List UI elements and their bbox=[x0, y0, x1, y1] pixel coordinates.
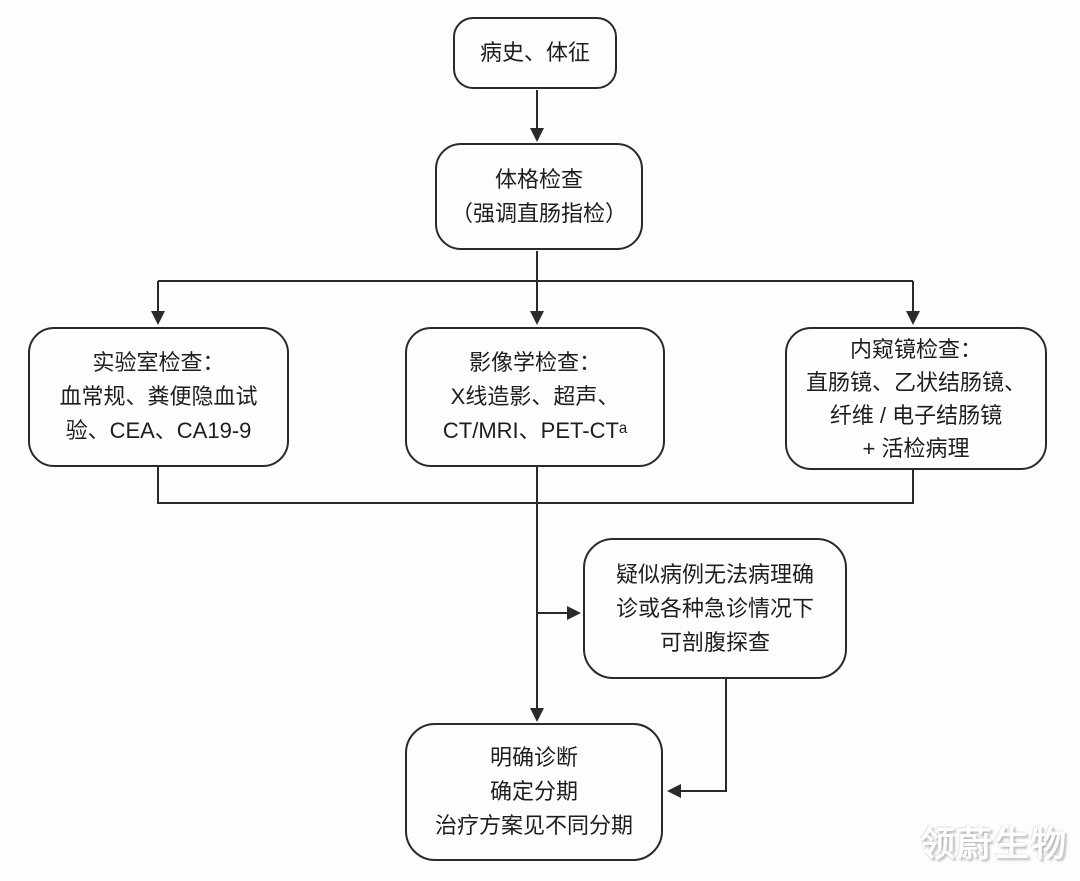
node-laboratory-tests-label: 实验室检查： 血常规、粪便隐血试 验、CEA、CA19-9 bbox=[59, 350, 258, 443]
edge-merge-bus bbox=[157, 467, 914, 504]
edge-bus-diagnosis bbox=[530, 467, 544, 722]
node-history-signs-label: 病史、体征 bbox=[479, 40, 590, 65]
node-imaging-exam-label: 影像学检查： X线造影、超声、 CT/MRI、PET-CTᵃ bbox=[442, 350, 628, 443]
node-physical-exam: 体格检查 （强调直肠指检） bbox=[435, 143, 643, 250]
edge-bus-laparotomy bbox=[537, 606, 581, 620]
watermark: 领蔚生物 bbox=[920, 825, 1069, 864]
edge-laparotomy-diagnosis bbox=[667, 679, 727, 798]
node-endoscopy-exam: 内窥镜检查： 直肠镜、乙状结肠镜、 纤维 / 电子结肠镜 + 活检病理 bbox=[785, 327, 1047, 470]
node-confirm-diagnosis: 明确诊断 确定分期 治疗方案见不同分期 bbox=[405, 723, 663, 861]
node-physical-exam-label: 体格检查 （强调直肠指检） bbox=[450, 166, 627, 226]
edge-physical-branch-bus bbox=[151, 251, 920, 325]
node-exploratory-laparotomy-label: 疑似病例无法病理确 诊或各种急诊情况下 可剖腹探查 bbox=[615, 561, 814, 655]
node-confirm-diagnosis-label: 明确诊断 确定分期 治疗方案见不同分期 bbox=[434, 745, 633, 838]
edge-history-physical bbox=[530, 90, 544, 142]
node-imaging-exam: 影像学检查： X线造影、超声、 CT/MRI、PET-CTᵃ bbox=[405, 327, 665, 467]
node-laboratory-tests: 实验室检查： 血常规、粪便隐血试 验、CEA、CA19-9 bbox=[28, 327, 289, 467]
node-exploratory-laparotomy: 疑似病例无法病理确 诊或各种急诊情况下 可剖腹探查 bbox=[583, 538, 847, 679]
node-endoscopy-exam-label: 内窥镜检查： 直肠镜、乙状结肠镜、 纤维 / 电子结肠镜 + 活检病理 bbox=[805, 336, 1026, 461]
node-history-signs: 病史、体征 bbox=[453, 17, 617, 89]
